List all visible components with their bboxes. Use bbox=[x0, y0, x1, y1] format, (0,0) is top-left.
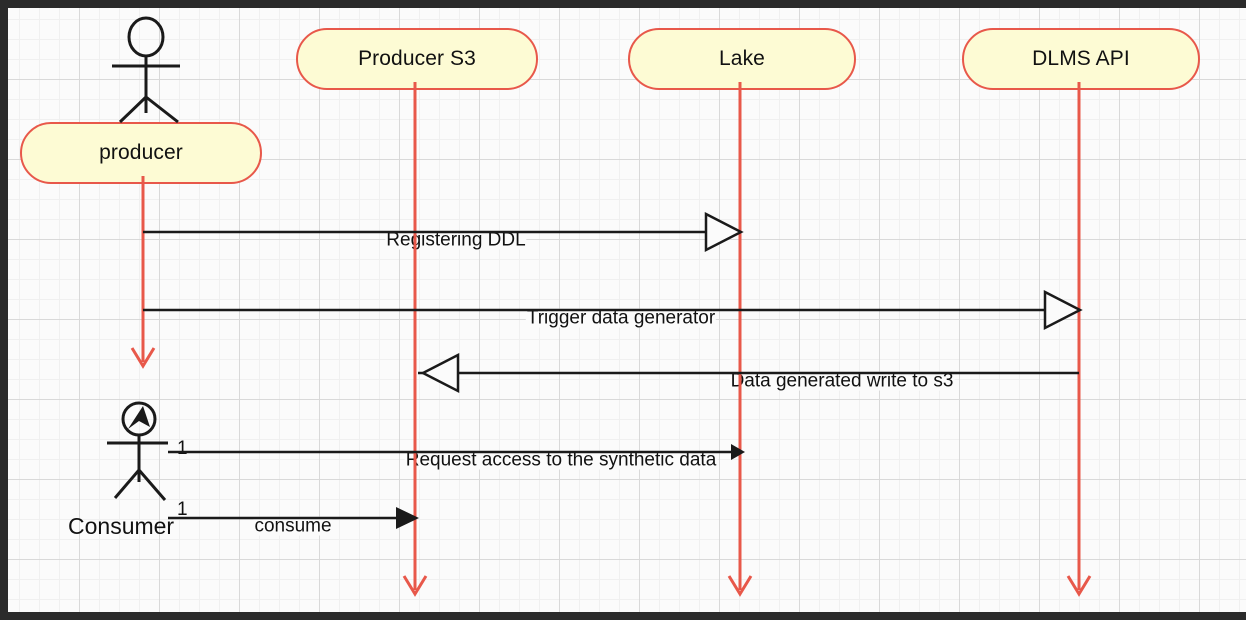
message-label-request-access: Request access to the synthetic data bbox=[404, 449, 718, 471]
node-dlms-api-label: DLMS API bbox=[1032, 47, 1130, 70]
node-producer-s3[interactable]: Producer S3 bbox=[296, 28, 538, 90]
node-producer-s3-label: Producer S3 bbox=[358, 47, 476, 70]
diagram-surface[interactable]: producer Producer S3 Lake DLMS API Consu… bbox=[8, 8, 1246, 612]
consumer-multiplicity-top: 1 bbox=[177, 438, 188, 459]
consumer-multiplicity-bottom: 1 bbox=[177, 499, 188, 520]
node-dlms-api[interactable]: DLMS API bbox=[962, 28, 1200, 90]
message-label-trigger-data-generator: Trigger data generator bbox=[525, 307, 717, 329]
message-label-data-generated-write-to-s3: Data generated write to s3 bbox=[729, 370, 955, 392]
node-producer-label: producer bbox=[99, 141, 183, 164]
node-producer[interactable]: producer bbox=[20, 122, 262, 184]
message-label-consume: consume bbox=[253, 515, 333, 537]
node-lake[interactable]: Lake bbox=[628, 28, 856, 90]
node-lake-label: Lake bbox=[719, 47, 765, 70]
message-label-registering-ddl: Registering DDL bbox=[385, 229, 527, 251]
consumer-actor-label: Consumer bbox=[68, 513, 175, 539]
